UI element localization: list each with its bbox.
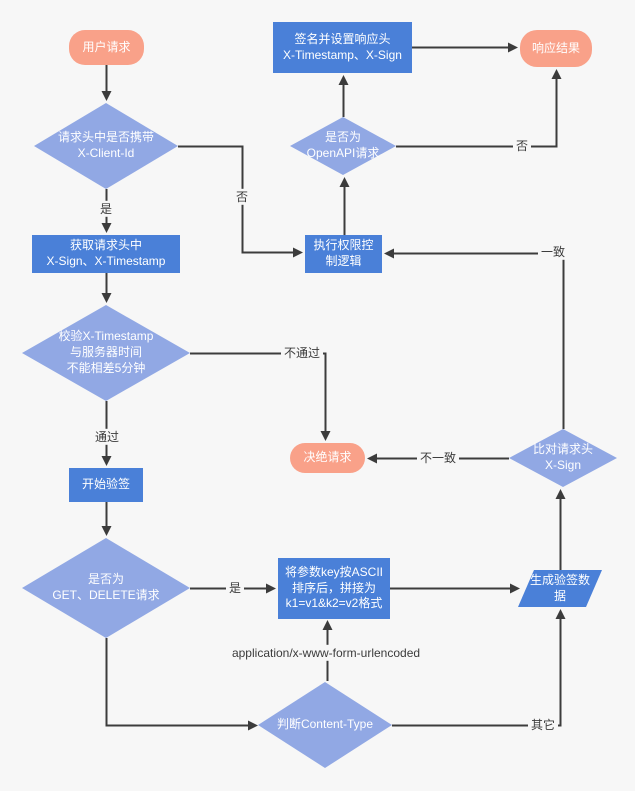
node-get-headers: [32, 235, 180, 273]
edge-timestamp-fail: [190, 352, 331, 441]
node-check-content-type: [258, 682, 392, 768]
edge-label-sign-mismatch: 不一致: [416, 449, 460, 467]
edge-openapi-no: [396, 69, 562, 148]
edge-label-client-id-no: 否: [232, 188, 252, 206]
edge-label-method-yes: 是: [225, 579, 245, 597]
edge-contenttype-other: [392, 609, 566, 727]
node-sign-response: [273, 22, 412, 73]
edge-label-content-type-form: application/x-www-form-urlencoded: [228, 644, 424, 662]
edge-method-to-contenttype: [105, 638, 258, 731]
node-check-client-id: [34, 103, 178, 189]
edge-label-sign-match: 一致: [537, 243, 569, 261]
edge-comparesign-match: [384, 248, 565, 429]
node-start-verify: [69, 468, 143, 502]
node-compare-sign: [509, 429, 617, 487]
edge-label-timestamp-fail: 不通过: [280, 344, 324, 362]
node-gen-sign-data: [518, 570, 602, 607]
edge-label-client-id-yes: 是: [96, 200, 116, 218]
node-exec-permission: [305, 235, 382, 273]
edge-label-timestamp-pass: 通过: [91, 428, 123, 446]
edge-label-openapi-no: 否: [512, 137, 532, 155]
node-check-method: [22, 538, 190, 638]
node-user-request: [69, 30, 144, 65]
node-response-result: [520, 30, 592, 67]
node-check-timestamp: [22, 305, 190, 401]
node-reject-request: [290, 443, 365, 473]
node-sort-params: [278, 558, 390, 619]
edge-label-content-type-other: 其它: [527, 716, 559, 734]
node-check-openapi: [290, 117, 396, 175]
